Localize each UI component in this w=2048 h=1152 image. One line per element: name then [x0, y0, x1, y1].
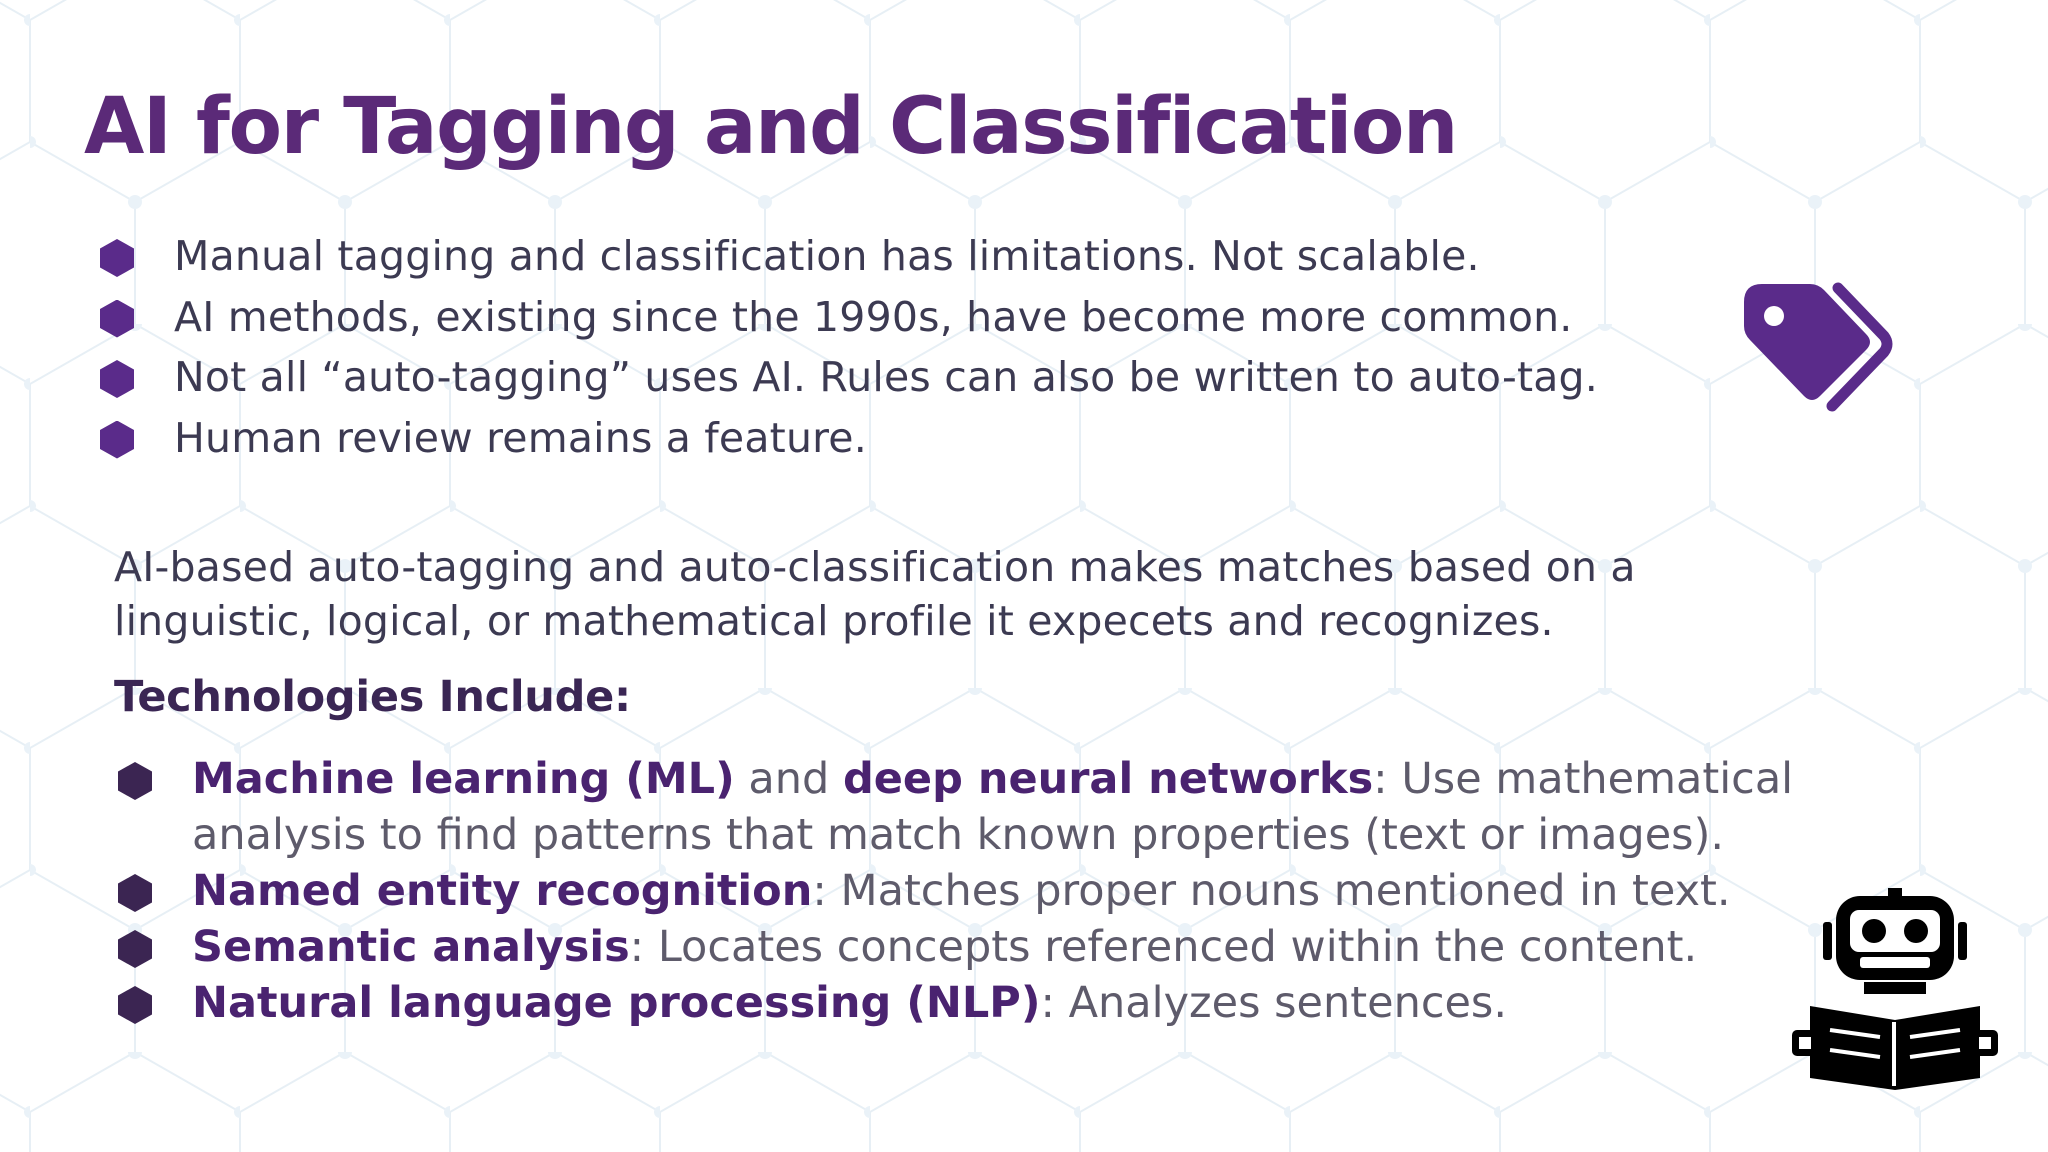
bullet-text: Human review remains a feature.	[174, 413, 867, 462]
hexagon-bullet-icon	[118, 986, 152, 1024]
technology-item: Named entity recognition: Matches proper…	[118, 863, 1793, 919]
technology-join: and	[734, 754, 843, 804]
technology-description: : Use mathematical	[1373, 754, 1794, 804]
technology-description: : Analyzes sentences.	[1040, 978, 1507, 1028]
bullet-text: Not all “auto-tagging” uses AI. Rules ca…	[174, 353, 1599, 401]
technology-term: deep neural networks	[842, 754, 1374, 804]
robot-reading-book-icon	[1792, 888, 1998, 1090]
summary-line-2: linguistic, logical, or mathematical pro…	[114, 597, 1554, 645]
hexagon-bullet-icon	[100, 299, 134, 338]
bullet-text: AI methods, existing since the 1990s, ha…	[174, 292, 1573, 341]
technology-term: Semantic analysis	[192, 922, 630, 972]
hexagon-bullet-icon	[100, 420, 134, 459]
technology-description: analysis to find patterns that match kno…	[192, 810, 1725, 860]
technology-description: : Matches proper nouns mentioned in text…	[812, 866, 1731, 916]
technology-term: Named entity recognition	[192, 866, 813, 916]
technology-term: Machine learning (ML)	[192, 754, 735, 804]
hexagon-bullet-icon	[100, 360, 134, 398]
slide-title: AI for Tagging and Classification	[84, 82, 1458, 172]
bullet-item: Manual tagging and classification has li…	[100, 226, 1598, 287]
technology-term: Natural language processing (NLP)	[192, 978, 1041, 1028]
technologies-heading: Technologies Include:	[114, 672, 631, 722]
hexagon-bullet-icon	[118, 930, 152, 968]
bullet-item: AI methods, existing since the 1990s, ha…	[100, 287, 1598, 348]
hexagon-bullet-icon	[118, 874, 152, 912]
hexagon-bullet-icon	[118, 762, 152, 800]
hexagon-bullet-icon	[100, 239, 134, 277]
tags-icon	[1744, 282, 1893, 412]
technology-item: Semantic analysis: Locates concepts refe…	[118, 919, 1793, 975]
technology-item: Natural language processing (NLP): Analy…	[118, 975, 1793, 1031]
intro-bullet-list: Manual tagging and classification has li…	[100, 226, 1598, 468]
technologies-list: Machine learning (ML) and deep neural ne…	[118, 751, 1793, 1031]
bullet-item: Not all “auto-tagging” uses AI. Rules ca…	[100, 347, 1598, 408]
technology-description: : Locates concepts referenced within the…	[629, 922, 1698, 972]
summary-line-1: AI-based auto-tagging and auto-classific…	[114, 543, 1636, 591]
bullet-item: Human review remains a feature.	[100, 408, 1598, 469]
technology-item: Machine learning (ML) and deep neural ne…	[118, 751, 1793, 863]
bullet-text: Manual tagging and classification has li…	[174, 232, 1480, 280]
summary-paragraph: AI-based auto-tagging and auto-classific…	[114, 540, 1636, 648]
